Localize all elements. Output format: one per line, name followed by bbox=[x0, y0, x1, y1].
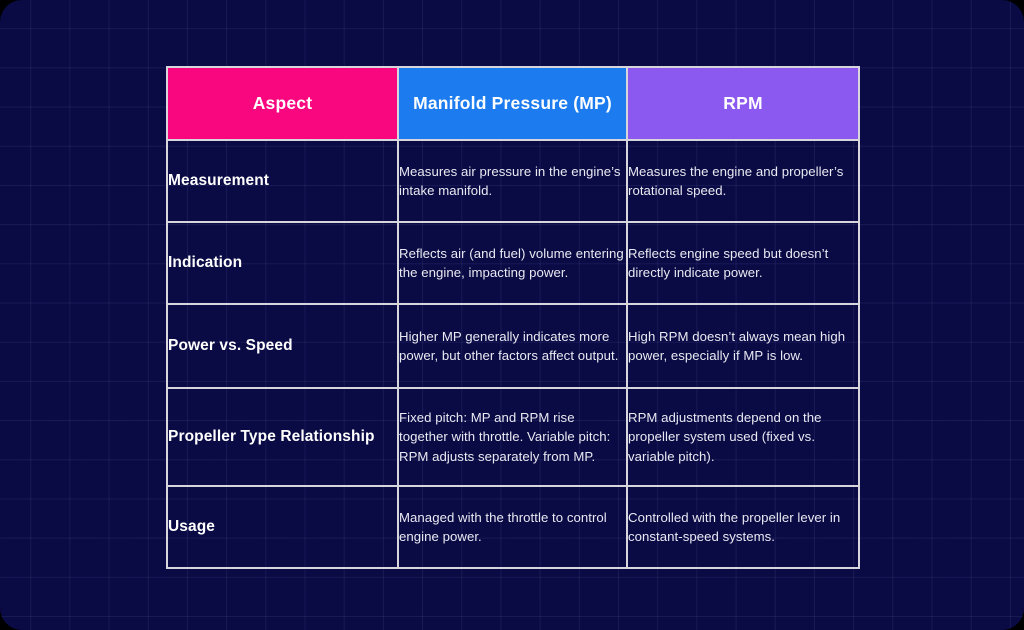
table-body: Measurement Measures air pressure in the… bbox=[166, 139, 860, 569]
row-label-propeller-type-relationship: Propeller Type Relationship bbox=[166, 387, 399, 487]
cell-propeller-type-relationship-mp: Fixed pitch: MP and RPM rise together wi… bbox=[397, 387, 628, 487]
column-header-aspect: Aspect bbox=[166, 66, 399, 141]
cell-indication-mp: Reflects air (and fuel) volume entering … bbox=[397, 221, 628, 305]
row-label-usage: Usage bbox=[166, 485, 399, 569]
table-row: Propeller Type Relationship Fixed pitch:… bbox=[166, 387, 860, 487]
row-label-power-vs-speed: Power vs. Speed bbox=[166, 303, 399, 389]
column-header-manifold-pressure: Manifold Pressure (MP) bbox=[397, 66, 628, 141]
table-row: Usage Managed with the throttle to contr… bbox=[166, 485, 860, 569]
table-row: Measurement Measures air pressure in the… bbox=[166, 139, 860, 223]
column-header-rpm: RPM bbox=[626, 66, 860, 141]
cell-usage-mp: Managed with the throttle to control eng… bbox=[397, 485, 628, 569]
row-label-measurement: Measurement bbox=[166, 139, 399, 223]
table-row: Indication Reflects air (and fuel) volum… bbox=[166, 221, 860, 305]
table-header-row: Aspect Manifold Pressure (MP) RPM bbox=[166, 66, 860, 141]
row-label-indication: Indication bbox=[166, 221, 399, 305]
cell-usage-rpm: Controlled with the propeller lever in c… bbox=[626, 485, 860, 569]
cell-measurement-mp: Measures air pressure in the engine’s in… bbox=[397, 139, 628, 223]
mp-vs-rpm-comparison-table: Aspect Manifold Pressure (MP) RPM Measur… bbox=[166, 66, 860, 569]
cell-propeller-type-relationship-rpm: RPM adjustments depend on the propeller … bbox=[626, 387, 860, 487]
table-header: Aspect Manifold Pressure (MP) RPM bbox=[166, 66, 860, 141]
table-row: Power vs. Speed Higher MP generally indi… bbox=[166, 303, 860, 389]
cell-power-vs-speed-rpm: High RPM doesn’t always mean high power,… bbox=[626, 303, 860, 389]
comparison-table-container: Aspect Manifold Pressure (MP) RPM Measur… bbox=[166, 66, 860, 569]
cell-measurement-rpm: Measures the engine and propeller’s rota… bbox=[626, 139, 860, 223]
cell-indication-rpm: Reflects engine speed but doesn’t direct… bbox=[626, 221, 860, 305]
cell-power-vs-speed-mp: Higher MP generally indicates more power… bbox=[397, 303, 628, 389]
